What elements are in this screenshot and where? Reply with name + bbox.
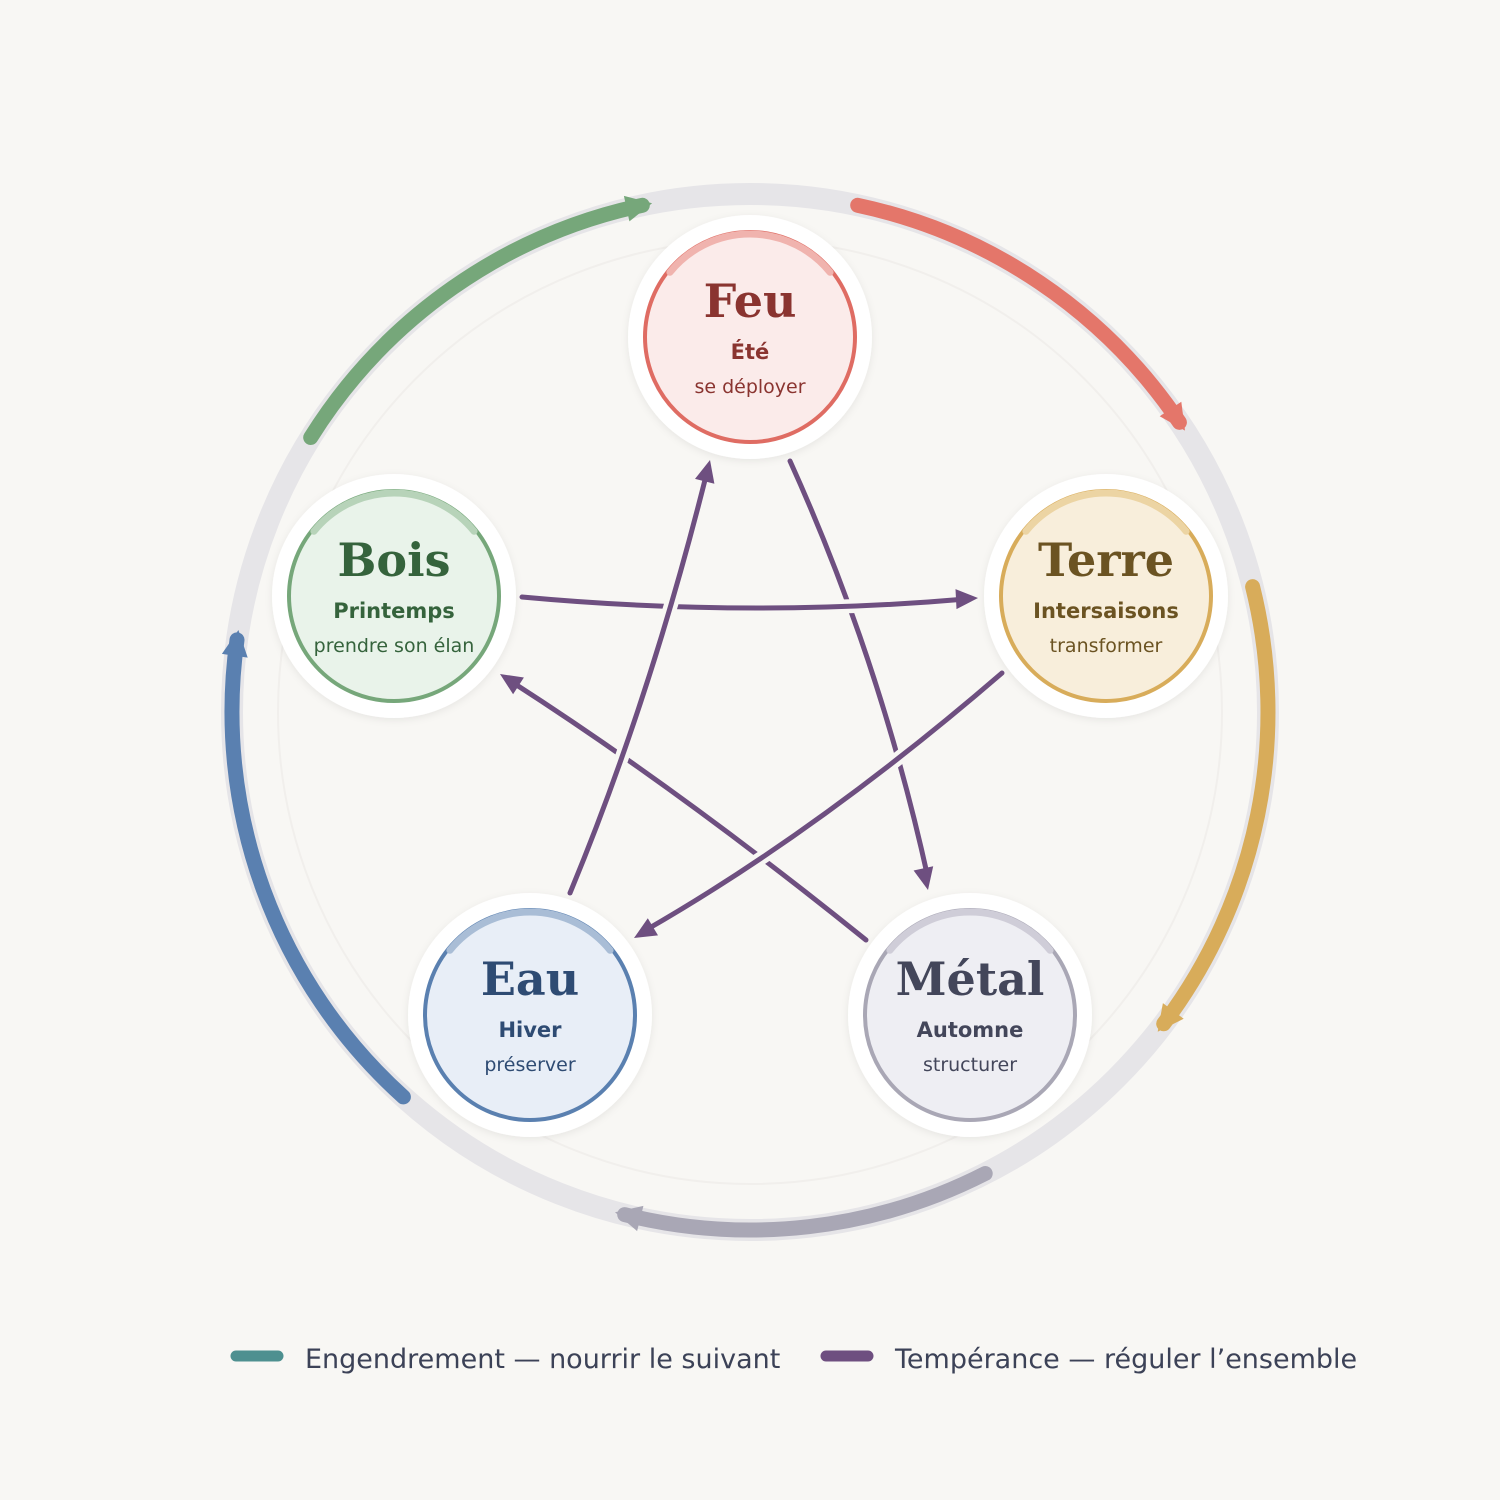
node-bois: Bois Printemps prendre son élan bbox=[272, 474, 516, 718]
node-terre-highlight-arc bbox=[1022, 489, 1190, 535]
node-eau-name: Eau bbox=[481, 952, 579, 1006]
generation-arc-metal-eau bbox=[617, 1166, 993, 1238]
control-arrowhead-metal-bois bbox=[500, 674, 524, 695]
legend-control-label: Tempérance — réguler l’ensemble bbox=[894, 1344, 1357, 1375]
control-arrowhead-bois-terre bbox=[955, 589, 978, 610]
generation-arrowhead-bois-feu bbox=[623, 195, 653, 222]
node-metal: Métal Automne structurer bbox=[848, 893, 1092, 1137]
control-arrowhead-terre-eau bbox=[634, 918, 658, 938]
control-arrow-metal-bois bbox=[509, 679, 869, 943]
legend-generation-label: Engendrement — nourrir le suivant bbox=[305, 1344, 780, 1375]
generation-arc-bois-feu bbox=[303, 197, 650, 445]
node-feu: Feu Été se déployer bbox=[628, 215, 872, 459]
node-terre-season: Intersaisons bbox=[1033, 599, 1179, 623]
generation-arc-eau-bois bbox=[224, 632, 411, 1105]
generation-arrowhead-feu-terre bbox=[1159, 401, 1185, 431]
node-bois-verb: prendre son élan bbox=[314, 635, 475, 657]
node-feu-name: Feu bbox=[704, 274, 797, 328]
control-arrow-feu-metal bbox=[787, 458, 931, 881]
node-terre: Terre Intersaisons transformer bbox=[984, 474, 1228, 718]
node-bois-season: Printemps bbox=[333, 599, 455, 623]
node-bois-name: Bois bbox=[338, 533, 451, 587]
generation-cycle bbox=[221, 195, 1276, 1238]
node-bois-highlight-arc bbox=[310, 489, 478, 535]
control-gap-terre-eau bbox=[642, 667, 1007, 937]
generation-arc-terre-metal bbox=[1156, 579, 1276, 1032]
node-metal-verb: structurer bbox=[923, 1054, 1017, 1076]
legend: Engendrement — nourrir le suivant Tempér… bbox=[230, 1344, 1357, 1375]
node-terre-name: Terre bbox=[1038, 533, 1174, 587]
control-gap-eau-feu bbox=[563, 470, 714, 896]
generation-arrowhead-metal-eau bbox=[615, 1205, 644, 1232]
node-feu-highlight-arc bbox=[666, 230, 834, 276]
control-arrowhead-feu-metal bbox=[913, 866, 934, 890]
generation-arc-feu-terre bbox=[850, 197, 1187, 430]
control-arrow-terre-eau bbox=[643, 670, 1005, 933]
node-metal-highlight-arc bbox=[886, 908, 1054, 954]
node-eau: Eau Hiver préserver bbox=[408, 893, 652, 1137]
control-cycle bbox=[500, 458, 1007, 946]
node-metal-season: Automne bbox=[917, 1018, 1024, 1042]
generation-arrowhead-eau-bois bbox=[221, 630, 248, 658]
control-arrow-eau-feu bbox=[567, 469, 710, 896]
node-metal-name: Métal bbox=[896, 952, 1045, 1006]
generation-arrowhead-terre-metal bbox=[1157, 1003, 1184, 1032]
node-eau-season: Hiver bbox=[498, 1018, 562, 1042]
node-eau-verb: préserver bbox=[484, 1054, 575, 1076]
node-eau-highlight-arc bbox=[446, 908, 614, 954]
control-arrow-bois-terre bbox=[519, 594, 969, 611]
node-terre-verb: transformer bbox=[1050, 635, 1163, 657]
node-feu-verb: se déployer bbox=[694, 376, 805, 398]
control-arrowhead-eau-feu bbox=[695, 460, 715, 484]
node-feu-season: Été bbox=[731, 339, 770, 364]
